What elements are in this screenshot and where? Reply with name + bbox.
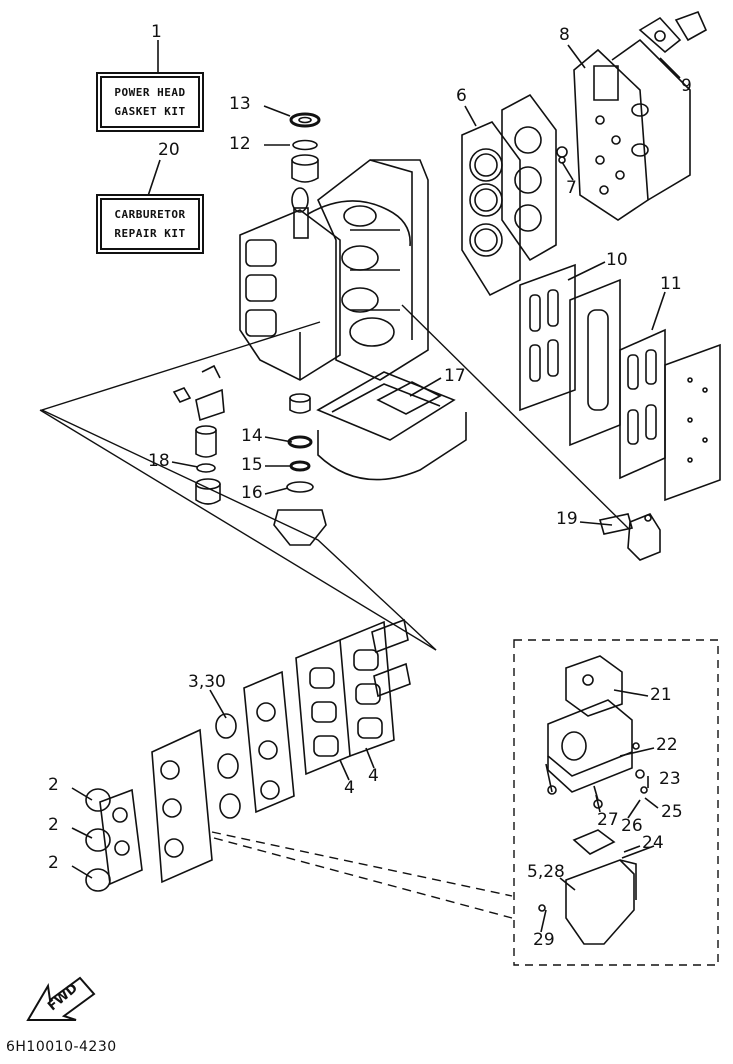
kit-line1: POWER HEAD xyxy=(114,86,186,99)
callout-17: 17 xyxy=(444,366,466,386)
callout-24: 24 xyxy=(642,833,664,853)
cylinder-head-parts xyxy=(461,10,708,297)
callout-23: 23 xyxy=(659,769,681,789)
kit-line2: GASKET KIT xyxy=(114,105,186,118)
callout-4-left: 4 xyxy=(344,778,355,798)
power-head-block xyxy=(239,159,429,381)
exhaust-cover-parts xyxy=(519,263,721,502)
intake-manifold-parts xyxy=(85,618,411,892)
power-head-gasket-kit-label: POWER HEAD GASKET KIT xyxy=(100,76,200,128)
assembly-lines-dashed xyxy=(211,831,513,919)
callout-2-top: 2 xyxy=(48,775,59,795)
callout-2-middle: 2 xyxy=(48,815,59,835)
assembly-lines xyxy=(39,304,631,651)
kit-number-power-head: 1 xyxy=(151,22,162,42)
carburetor-group-box xyxy=(513,639,719,966)
carburetor-parts xyxy=(538,655,648,945)
callout-9: 9 xyxy=(681,76,692,96)
kit-line2: REPAIR KIT xyxy=(114,227,186,240)
carburetor-repair-kit-label: CARBURETOR REPAIR KIT xyxy=(100,198,200,250)
diagram-code: 6H10010-4230 xyxy=(6,1039,117,1055)
callout-2-bottom: 2 xyxy=(48,853,59,873)
callout-16: 16 xyxy=(241,483,263,503)
callout-21: 21 xyxy=(650,685,672,705)
callout-12: 12 xyxy=(229,134,251,154)
callout-13: 13 xyxy=(229,94,251,114)
callout-11: 11 xyxy=(660,274,682,294)
callout-25: 25 xyxy=(661,802,683,822)
callout-19: 19 xyxy=(556,509,578,529)
kit-number-carburetor: 20 xyxy=(158,140,180,160)
callout-10: 10 xyxy=(606,250,628,270)
callout-14: 14 xyxy=(241,426,263,446)
kit-line1: CARBURETOR xyxy=(114,208,186,221)
callout-5-28: 5,28 xyxy=(527,862,565,882)
base-gasket xyxy=(316,371,467,481)
callout-27: 27 xyxy=(597,810,619,830)
callout-6: 6 xyxy=(456,86,467,106)
fuel-pump xyxy=(598,513,661,561)
callout-26: 26 xyxy=(621,816,643,836)
callout-3-30: 3,30 xyxy=(188,672,226,692)
crank-seal-lower xyxy=(273,393,327,546)
callout-18: 18 xyxy=(148,451,170,471)
leader-lines xyxy=(71,40,681,933)
fwd-arrow-icon xyxy=(26,976,96,1021)
callout-7: 7 xyxy=(566,178,577,198)
callout-15: 15 xyxy=(241,455,263,475)
callout-29: 29 xyxy=(533,930,555,950)
callout-22: 22 xyxy=(656,735,678,755)
crank-seal-upper xyxy=(289,112,321,183)
callout-4-right: 4 xyxy=(368,766,379,786)
thermostat-parts xyxy=(172,364,225,505)
callout-8: 8 xyxy=(559,25,570,45)
